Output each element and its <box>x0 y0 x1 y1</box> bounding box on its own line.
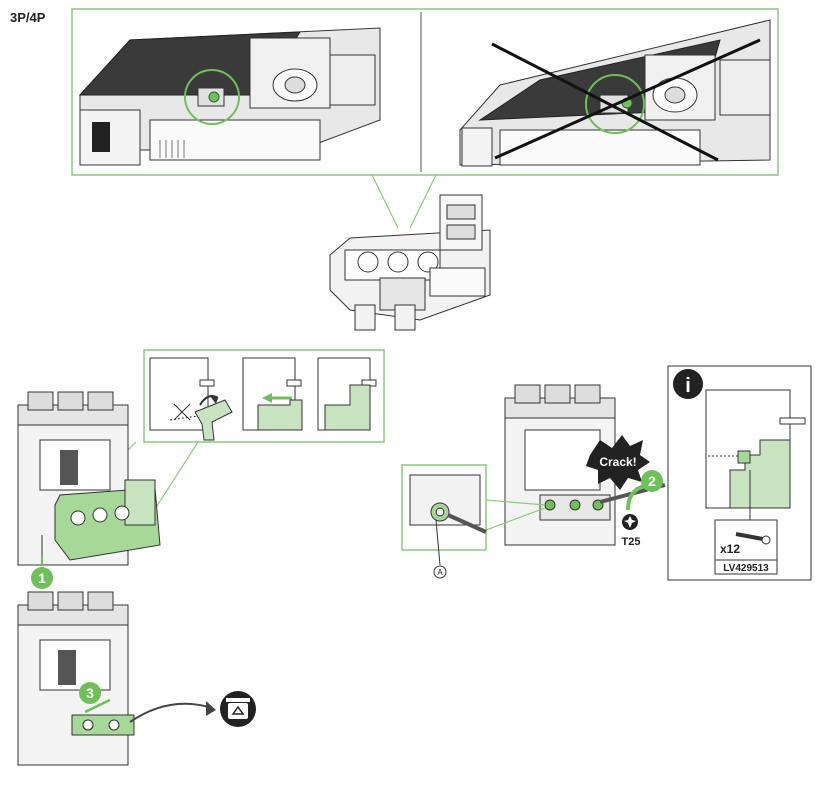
info-icon: i <box>673 369 703 399</box>
trip-unit-module <box>329 194 491 331</box>
detail-view-crossed <box>459 19 771 167</box>
step-number-1: 1 <box>38 570 46 586</box>
breaker-step-3 <box>17 591 216 766</box>
step-badge-1: 1 <box>31 567 53 589</box>
sequence-panel-1 <box>149 357 233 441</box>
part-number: LV429513 <box>723 563 769 574</box>
callout-a-label: A <box>437 568 443 577</box>
detail-view-locked <box>78 27 381 166</box>
screw-detail-frame <box>401 464 546 566</box>
step-badge-3: 3 <box>79 682 101 704</box>
step-number-3: 3 <box>86 685 94 701</box>
info-symbol: i <box>685 375 691 397</box>
locking-sequence-frame <box>57 349 385 521</box>
quantity-label: x12 <box>720 542 740 556</box>
page-title: 3P/4P <box>10 10 46 25</box>
crack-label: Crack! <box>599 455 636 469</box>
step-number-2: 2 <box>648 473 656 489</box>
callout-a: A <box>433 565 447 579</box>
breaker-step-2 <box>504 384 666 546</box>
breaker-step-1 <box>17 391 161 566</box>
info-panel: i x12 LV429513 <box>667 365 812 581</box>
sequence-panel-3 <box>317 357 377 431</box>
step-badge-2: 2 <box>626 470 663 511</box>
torx-label: T25 <box>622 536 641 548</box>
torx-screwdriver-icon: T25 <box>622 514 641 548</box>
sequence-panel-2 <box>242 357 303 431</box>
recycle-bin-icon <box>220 691 256 727</box>
crack-burst: Crack! <box>586 435 650 490</box>
